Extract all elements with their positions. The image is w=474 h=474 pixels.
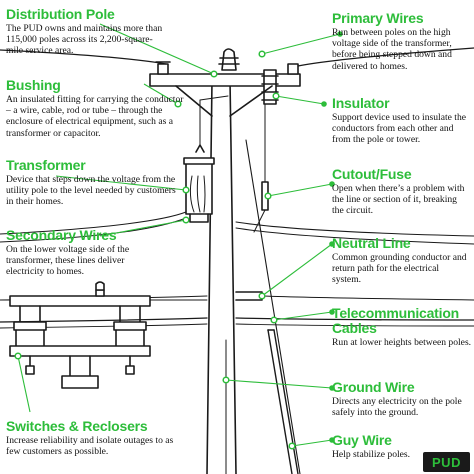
label-guy-wire: Guy Wire Help stabilize poles. xyxy=(332,432,422,461)
neutral-line-body: Common grounding conductor and return pa… xyxy=(332,252,467,286)
insulator-title: Insulator xyxy=(332,95,390,111)
guy-wire-body: Help stabilize poles. xyxy=(332,449,411,460)
switches-reclosers-body: Increase reliability and isolate outages… xyxy=(6,435,174,458)
primary-wire xyxy=(297,47,474,67)
label-distribution-pole: Distribution Pole The PUD owns and maint… xyxy=(6,7,166,57)
label-transformer: Transformer Device that steps down the v… xyxy=(6,158,182,208)
label-ground-wire: Ground Wire Directs any electricity on t… xyxy=(332,379,470,419)
insulator-body: Support device used to insulate the cond… xyxy=(332,112,467,146)
leader-dots xyxy=(14,50,296,450)
pole-main xyxy=(206,79,237,474)
guy-wire-title: Guy Wire xyxy=(332,432,392,448)
label-switches-reclosers: Switches & Reclosers Increase reliabilit… xyxy=(6,418,186,458)
label-telecommunication-cables: Telecommunication Cables Run at lower he… xyxy=(332,305,472,349)
telecommunication-cables-body: Run at lower heights between poles. xyxy=(332,337,472,348)
label-secondary-wires: Secondary Wires On the lower voltage sid… xyxy=(6,228,156,278)
transformer-leads xyxy=(189,175,206,213)
secondary-wires-body: On the lower voltage side of the transfo… xyxy=(6,244,130,278)
label-dots xyxy=(321,31,343,443)
leader-lines xyxy=(17,23,341,447)
crossarm xyxy=(149,73,301,87)
switches-reclosers-title: Switches & Reclosers xyxy=(6,418,148,434)
label-neutral-line: Neutral Line Common grounding conductor … xyxy=(332,236,470,286)
distribution-pole-body: The PUD owns and maintains more than 115… xyxy=(6,23,163,57)
primary-wires-title: Primary Wires xyxy=(332,10,424,26)
distribution-pole-title: Distribution Pole xyxy=(6,6,115,22)
transformer-title: Transformer xyxy=(6,157,86,173)
bushing-body: An insulated fitting for carrying the co… xyxy=(6,94,184,139)
ground-wire-body: Directs any electricity on the pole safe… xyxy=(332,396,462,419)
cutout-fuse-title: Cutout/Fuse xyxy=(332,166,412,182)
neutral-bracket xyxy=(235,291,263,301)
bushing-title: Bushing xyxy=(6,77,61,93)
primary-wires-body: Run between poles on the high voltage si… xyxy=(332,27,452,72)
label-cutout-fuse: Cutout/Fuse Open when there’s a problem … xyxy=(332,167,470,217)
pud-logo: PUD xyxy=(423,452,470,472)
guy-wire-sheath xyxy=(267,329,299,474)
label-insulator: Insulator Support device used to insulat… xyxy=(332,96,470,146)
left-insulator xyxy=(157,63,169,75)
top-insulator xyxy=(221,48,237,71)
cutout-fuse-body: Open when there’s a problem with the lin… xyxy=(332,183,465,217)
label-bushing: Bushing An insulated fitting for carryin… xyxy=(6,78,188,139)
transformer-body: Device that steps down the voltage from … xyxy=(6,174,176,208)
switch-recloser-drawing xyxy=(0,281,208,389)
neutral-line-title: Neutral Line xyxy=(332,235,411,251)
guy-wire-line xyxy=(245,139,301,474)
label-primary-wires: Primary Wires Run between poles on the h… xyxy=(332,11,470,72)
ground-wire-title: Ground Wire xyxy=(332,379,415,395)
pud-logo-text: PUD xyxy=(432,454,461,470)
telecommunication-cables-title: Telecommunication Cables xyxy=(332,305,460,336)
secondary-wires-title: Secondary Wires xyxy=(6,227,117,243)
